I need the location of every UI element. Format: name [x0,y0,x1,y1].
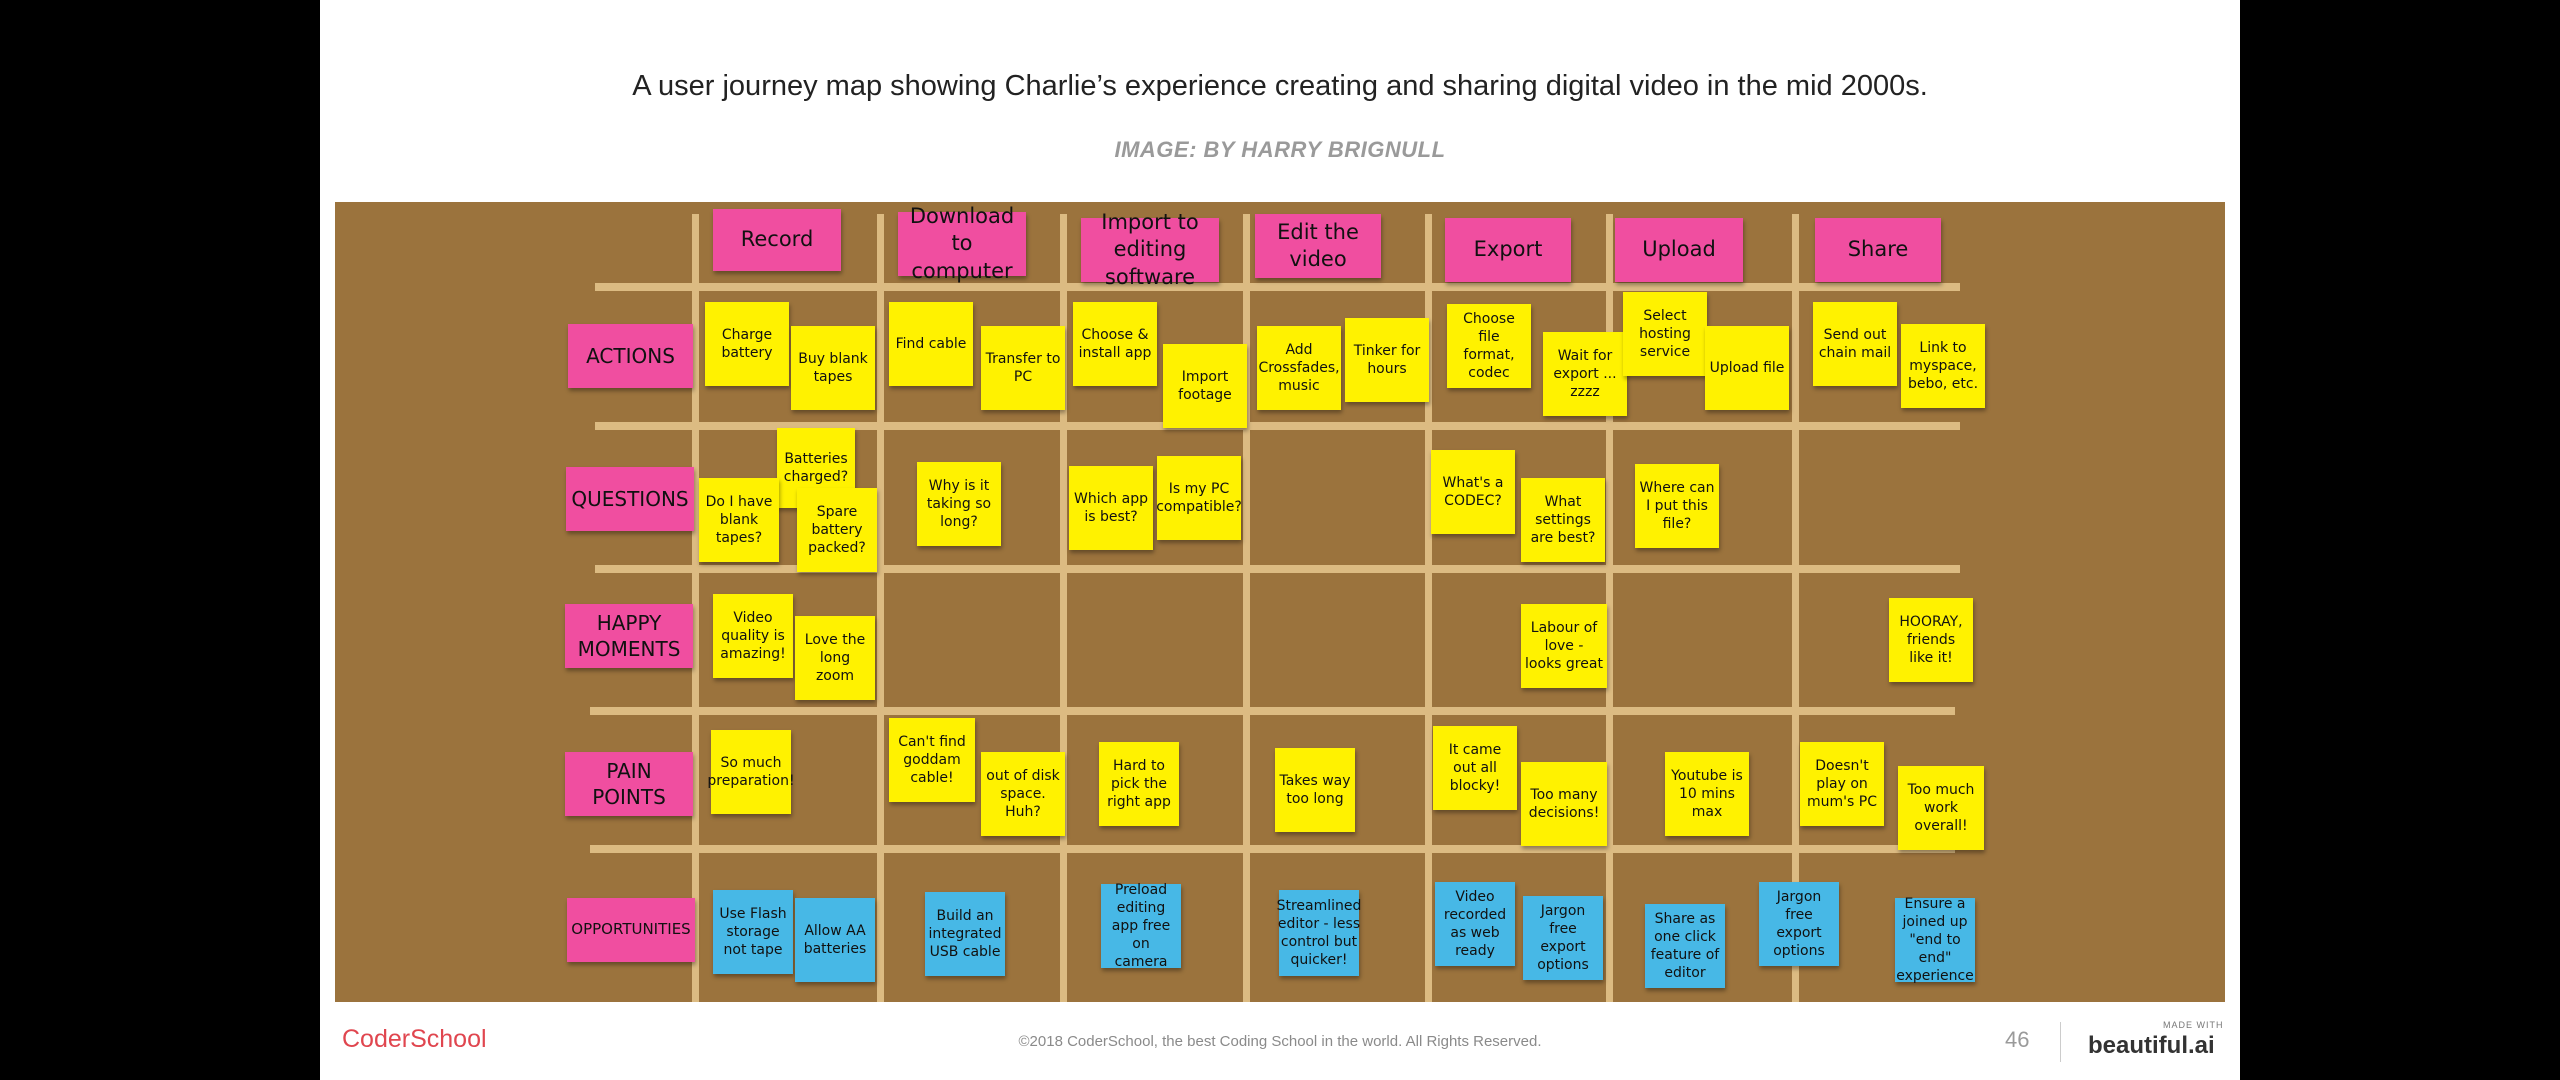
grid-line [595,565,1960,573]
action-note: Wait for export ... zzzz [1543,332,1627,416]
page-number: 46 [2005,1027,2030,1052]
row-label-opportunities: OPPORTUNITIES [567,898,695,962]
action-note: Buy blank tapes [791,326,875,410]
opportunity-note: Ensure a joined up "end to end" experien… [1895,895,1975,985]
stage-note-share: Share [1815,218,1941,282]
row-label-actions: ACTIONS [568,324,693,388]
grid-line [595,283,1960,291]
row-label-happy-moments: HAPPY MOMENTS [565,604,693,668]
action-note: Add Crossfades, music [1257,326,1341,410]
grid-line [1792,214,1799,1002]
stage-note-record: Record [713,209,841,271]
pain-point-note: Youtube is 10 mins max [1665,752,1749,836]
opportunity-note: Jargon free export options [1759,882,1839,966]
opportunity-note: Use Flash storage not tape [713,890,793,974]
happy-moment-note: Labour of love - looks great [1521,604,1607,688]
action-note: Upload file [1705,326,1789,410]
happy-moment-note: Love the long zoom [795,616,875,700]
opportunity-note: Video recorded as web ready [1435,882,1515,966]
action-note: Select hosting service [1623,292,1707,376]
stage-note-download: Download to computer [898,204,1026,283]
row-label-pain-points: PAIN POINTS [565,752,693,816]
made-with-label: MADE WITH [2163,1020,2224,1030]
pain-point-note: Hard to pick the right app [1099,742,1179,826]
opportunity-note: Preload editing app free on camera [1101,882,1181,970]
stage-note-export: Export [1445,218,1571,282]
grid-line [595,422,1960,430]
grid-line [877,214,884,1002]
opportunity-note: Build an integrated USB cable [925,892,1005,976]
opportunity-note: Allow AA batteries [795,898,875,982]
pain-point-note: So much preparation! [707,730,795,814]
question-note: What's a CODEC? [1431,450,1515,534]
footer-divider [2060,1022,2061,1062]
action-note: Choose file format, codec [1447,304,1531,388]
pain-point-note: out of disk space. Huh? [981,752,1065,836]
image-caption: A user journey map showing Charlie’s exp… [632,70,1928,102]
row-label-questions: QUESTIONS [566,467,694,531]
happy-moment-note: Video quality is amazing! [713,594,793,678]
question-note: Why is it taking so long? [917,462,1001,546]
opportunity-note: Streamlined editor - less control but qu… [1277,890,1361,976]
pain-point-note: Doesn't play on mum's PC [1800,742,1884,826]
pain-point-note: It came out all blocky! [1433,726,1517,810]
action-note: Send out chain mail [1813,302,1897,386]
question-note: What settings are best? [1521,478,1605,562]
opportunity-note: Jargon free export options [1523,896,1603,980]
grid-line [692,214,699,1002]
stage-note-upload: Upload [1615,218,1743,282]
question-note: Do I have blank tapes? [699,478,779,562]
grid-line [590,707,1955,715]
grid-line [590,845,1955,853]
pain-point-note: Takes way too long [1275,748,1355,832]
grid-line [1425,214,1432,1002]
action-note: Find cable [889,302,973,386]
beautiful-ai-logo: beautiful.ai [2088,1032,2215,1059]
grid-line [1606,214,1613,1002]
action-note: Link to myspace, bebo, etc. [1901,324,1985,408]
image-credit: IMAGE: BY HARRY BRIGNULL [1114,137,1446,162]
stage-note-import: Import to editing software [1081,210,1219,289]
copyright-text: ©2018 CoderSchool, the best Coding Schoo… [1018,1033,1542,1050]
happy-moment-note: HOORAY, friends like it! [1889,598,1973,682]
opportunity-note: Share as one click feature of editor [1645,904,1725,988]
question-note: Where can I put this file? [1635,464,1719,548]
slide: A user journey map showing Charlie’s exp… [320,0,2240,1080]
pain-point-note: Too much work overall! [1898,766,1984,850]
action-note: Tinker for hours [1345,318,1429,402]
action-note: Import footage [1163,344,1247,428]
pain-point-note: Can't find goddam cable! [889,718,975,802]
action-note: Transfer to PC [981,326,1065,410]
coderschool-logo: CoderSchool [342,1025,487,1053]
grid-line [1060,214,1067,1002]
stage-note-edit: Edit the video [1255,214,1381,278]
journey-map-board: Record Download to computer Import to ed… [335,202,2225,1002]
question-note: Which app is best? [1069,466,1153,550]
pain-point-note: Too many decisions! [1521,762,1607,846]
action-note: Charge battery [705,302,789,386]
question-note: Is my PC compatible? [1156,456,1242,540]
grid-line [1243,214,1250,1002]
question-note: Spare battery packed? [797,488,877,572]
action-note: Choose & install app [1073,302,1157,386]
